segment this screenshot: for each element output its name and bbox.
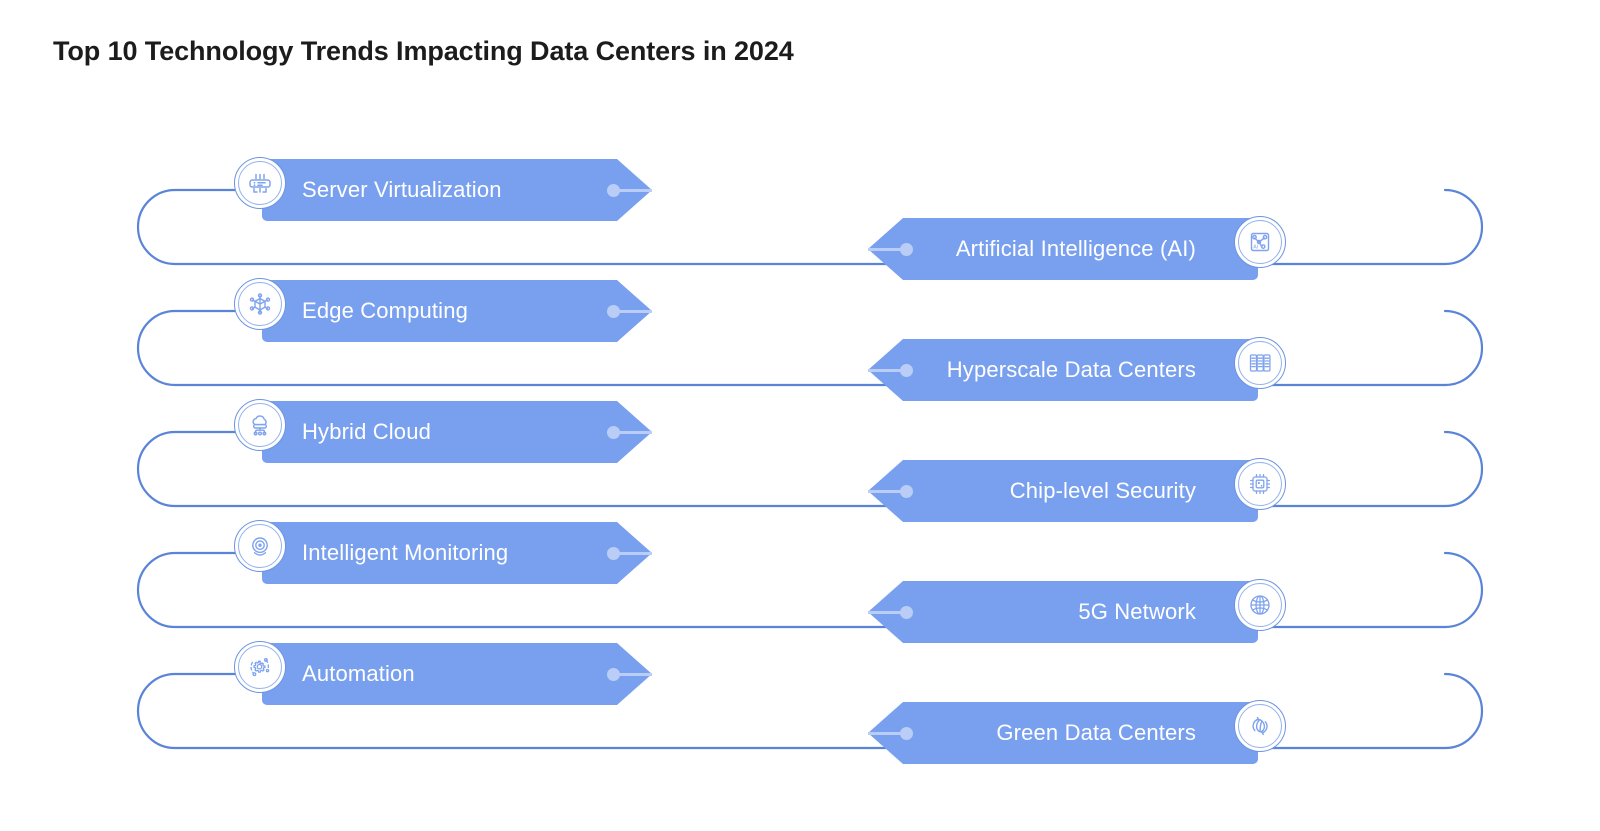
connector-stub (868, 732, 910, 735)
server-rack-icon (234, 157, 286, 209)
trend-item-5g-network[interactable]: 5G Network (868, 579, 1286, 643)
data-center-racks-icon (1234, 337, 1286, 389)
connector-dot (607, 184, 620, 197)
trend-item-automation[interactable]: Automation (234, 641, 652, 705)
trend-item-server-virtualization[interactable]: Server Virtualization (234, 157, 652, 221)
globe-network-icon (1234, 579, 1286, 631)
trend-label: 5G Network (1078, 599, 1196, 624)
connector-dot (900, 485, 913, 498)
track-row-5-right (1443, 672, 1484, 750)
connector-dot (900, 727, 913, 740)
edge-node-cube-icon (234, 278, 286, 330)
trend-label: Automation (302, 661, 415, 686)
chevron-shape (868, 702, 1258, 764)
trend-item-hyperscale-data-centers[interactable]: Hyperscale Data Centers (868, 337, 1286, 401)
chevron-shape (262, 159, 652, 221)
trend-item-edge-computing[interactable]: Edge Computing (234, 278, 652, 342)
connector-stub (610, 552, 652, 555)
trend-label: Intelligent Monitoring (302, 540, 509, 565)
trend-label: Hybrid Cloud (302, 419, 431, 444)
connector-stub (610, 673, 652, 676)
trend-label: Edge Computing (302, 298, 468, 323)
track-row-2-left (136, 309, 1447, 387)
connector-stub (868, 369, 910, 372)
track-row-4-right (1443, 551, 1484, 629)
trend-item-artificial-intelligence[interactable]: Artificial Intelligence (AI) AI (868, 216, 1286, 280)
connector-stub (868, 611, 910, 614)
track-row-1-right (1443, 188, 1484, 266)
chevron-shape (868, 339, 1258, 401)
connector-stub (868, 248, 910, 251)
chevron-shape (262, 401, 652, 463)
connector-stub (868, 490, 910, 493)
leaf-recycle-icon (1234, 700, 1286, 752)
connector-dot (607, 547, 620, 560)
gear-orbit-icon (234, 641, 286, 693)
connector-dot (607, 668, 620, 681)
trend-item-green-data-centers[interactable]: Green Data Centers (868, 700, 1286, 764)
track-row-3-right (1443, 430, 1484, 508)
connector-dot (900, 364, 913, 377)
connector-stub (610, 189, 652, 192)
connector-dot (900, 606, 913, 619)
track-row-3-left (136, 430, 1447, 508)
trend-label: Green Data Centers (996, 720, 1196, 745)
connector-dot (900, 243, 913, 256)
connector-stub (610, 310, 652, 313)
connector-stub (610, 431, 652, 434)
track-row-4-left (136, 551, 1447, 629)
secure-chip-icon (1234, 458, 1286, 510)
chevron-shape (262, 643, 652, 705)
chevron-shape (868, 460, 1258, 522)
track-row-2-right (1443, 309, 1484, 387)
trend-label: Server Virtualization (302, 177, 502, 202)
chevron-shape (262, 280, 652, 342)
trend-label: Hyperscale Data Centers (946, 357, 1196, 382)
camera-monitor-icon (234, 520, 286, 572)
trend-item-intelligent-monitoring[interactable]: Intelligent Monitoring (234, 520, 652, 584)
track-row-5-left (136, 672, 1447, 750)
trend-label: Chip-level Security (1009, 478, 1196, 503)
ai-circuit-icon: AI (1234, 216, 1286, 268)
svg-text:AI: AI (1253, 245, 1258, 251)
trend-item-chip-level-security[interactable]: Chip-level Security (868, 458, 1286, 522)
track-row-1-left (136, 188, 1447, 266)
page-title: Top 10 Technology Trends Impacting Data … (53, 36, 794, 66)
chevron-shape (868, 581, 1258, 643)
chevron-shape (868, 218, 1258, 280)
connector-dot (607, 305, 620, 318)
trend-label: Artificial Intelligence (AI) (955, 236, 1196, 261)
cloud-network-icon (234, 399, 286, 451)
connector-dot (607, 426, 620, 439)
chevron-shape (262, 522, 652, 584)
trend-item-hybrid-cloud[interactable]: Hybrid Cloud (234, 399, 652, 463)
